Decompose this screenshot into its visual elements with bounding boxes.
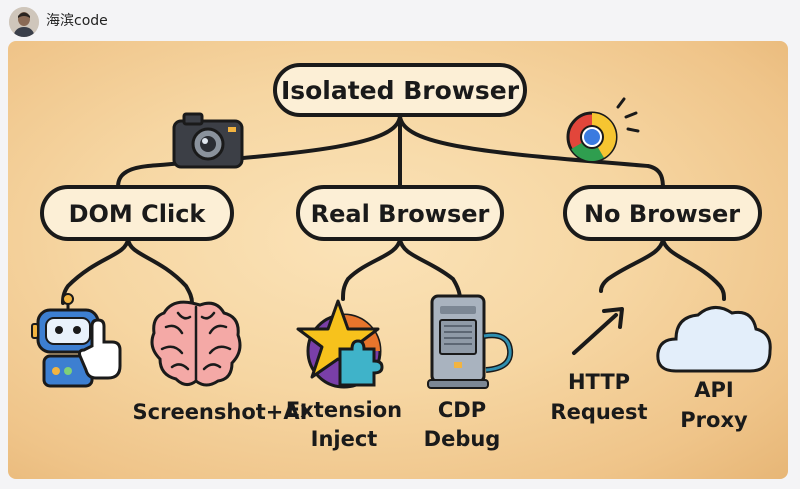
branch-label-real-browser: Real Browser	[311, 200, 490, 228]
leaf-label-screenshot-ai: Screenshot+AI	[133, 400, 308, 424]
branch-label-dom-click: DOM Click	[69, 200, 207, 228]
arrow-icon	[572, 307, 624, 355]
diagram-card: Isolated Browser DOM Click Real Browser …	[8, 41, 788, 479]
leaf-label-http: HTTP	[568, 370, 630, 394]
root-node: Isolated Browser	[273, 63, 527, 117]
cloud-icon	[656, 306, 772, 373]
leaf-label-api: API	[694, 378, 733, 402]
star-puzzle-icon	[296, 299, 384, 389]
leaf-label-debug: Debug	[424, 427, 501, 451]
branch-label-no-browser: No Browser	[584, 200, 740, 228]
camera-icon	[172, 112, 244, 169]
robot-click-icon	[31, 293, 122, 388]
leaf-label-request: Request	[550, 400, 647, 424]
root-label: Isolated Browser	[281, 76, 520, 105]
tree-diagram: Isolated Browser DOM Click Real Browser …	[31, 63, 772, 451]
username[interactable]: 海滨code	[46, 13, 108, 29]
branch-node-real-browser: Real Browser	[296, 185, 504, 241]
debug-server-icon	[427, 294, 514, 389]
leaf-label-cdp: CDP	[438, 398, 486, 422]
post-header: 海滨code	[0, 0, 800, 40]
brain-icon	[150, 300, 242, 387]
leaf-label-proxy: Proxy	[680, 408, 748, 432]
chrome-icon	[566, 97, 640, 163]
avatar-icon	[9, 7, 39, 37]
branch-node-dom-click: DOM Click	[40, 185, 234, 241]
branch-node-no-browser: No Browser	[563, 185, 762, 241]
avatar[interactable]	[9, 7, 39, 37]
leaf-label-extension: Extension	[286, 398, 402, 422]
leaf-label-inject: Inject	[311, 427, 378, 451]
